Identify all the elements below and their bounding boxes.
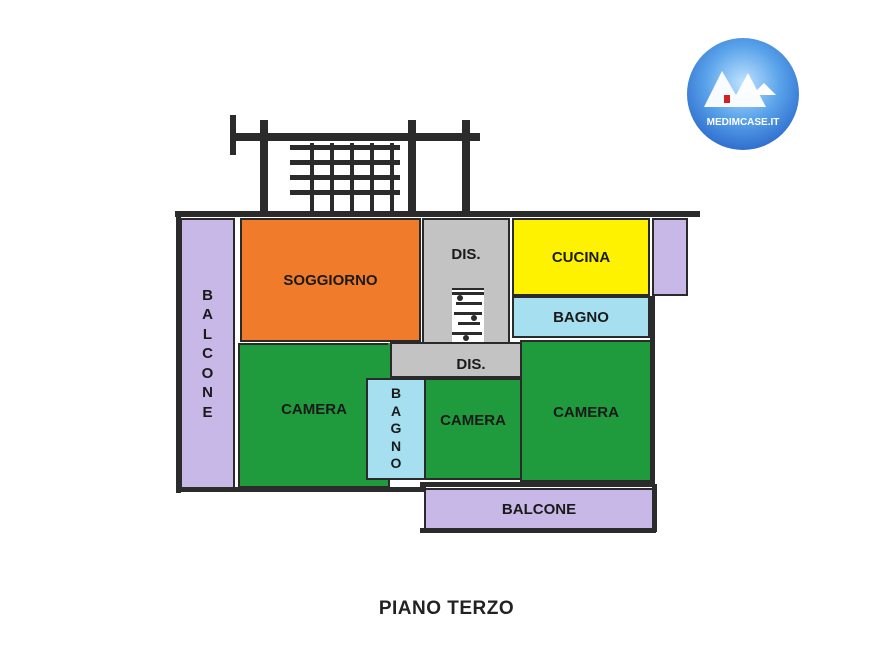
room-cucina: CUCINA (512, 218, 650, 296)
room-dis-top: DIS. (422, 218, 510, 290)
stair-hatch (452, 290, 484, 342)
room-soggiorno: SOGGIORNO (240, 218, 421, 342)
wall-right (650, 296, 655, 486)
room-bagno-vertical: B A G N O (366, 378, 426, 480)
dis-connector (422, 288, 452, 344)
room-bagno-right: BAGNO (512, 296, 650, 338)
stair-structure (230, 115, 480, 215)
wall-bottom-right (420, 482, 655, 487)
brand-logo: MEDIMCASE.IT (686, 37, 800, 151)
logo-icon: MEDIMCASE.IT (687, 38, 799, 150)
wall-top (175, 211, 700, 217)
wall-balcone-bottom (420, 528, 656, 533)
room-camera-center: CAMERA (424, 378, 522, 480)
room-balcone-left: B A L C O N E (180, 218, 235, 490)
balcone-small-right (652, 218, 688, 296)
wall-bottom-left (176, 487, 426, 492)
floor-label: PIANO TERZO (378, 598, 515, 619)
room-dis-mid: DIS. (390, 342, 522, 378)
logo-text: MEDIMCASE.IT (707, 117, 780, 128)
wall-balcone-right (652, 484, 657, 532)
room-camera-right: CAMERA (520, 340, 652, 482)
wall-left (176, 213, 181, 493)
dis-connector-right (484, 288, 510, 344)
room-balcone-bottom: BALCONE (424, 488, 654, 530)
